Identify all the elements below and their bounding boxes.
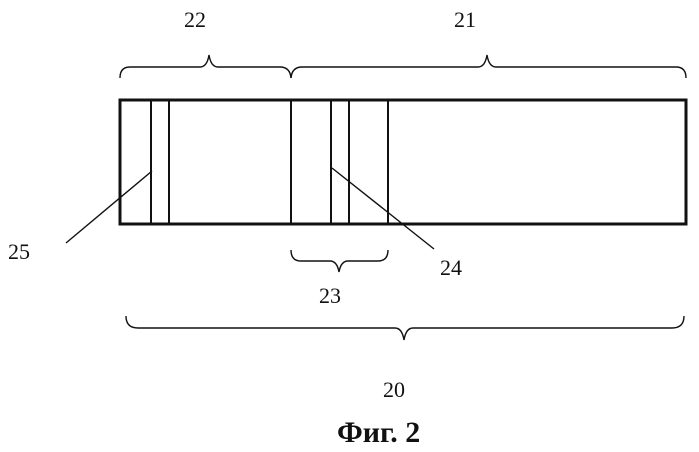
label-23: 23: [319, 283, 341, 308]
brace-23: [291, 250, 388, 272]
label-20: 20: [383, 377, 405, 402]
label-21: 21: [454, 7, 476, 32]
brace-21: [291, 55, 686, 78]
label-22: 22: [184, 7, 206, 32]
leader-24: [332, 168, 434, 249]
figure-caption: Фиг. 2: [337, 416, 420, 449]
label-24: 24: [440, 255, 462, 280]
leader-25: [66, 171, 152, 243]
brace-20: [126, 316, 684, 340]
brace-22: [120, 55, 291, 78]
main-strip: [120, 100, 686, 224]
label-25: 25: [8, 239, 30, 264]
